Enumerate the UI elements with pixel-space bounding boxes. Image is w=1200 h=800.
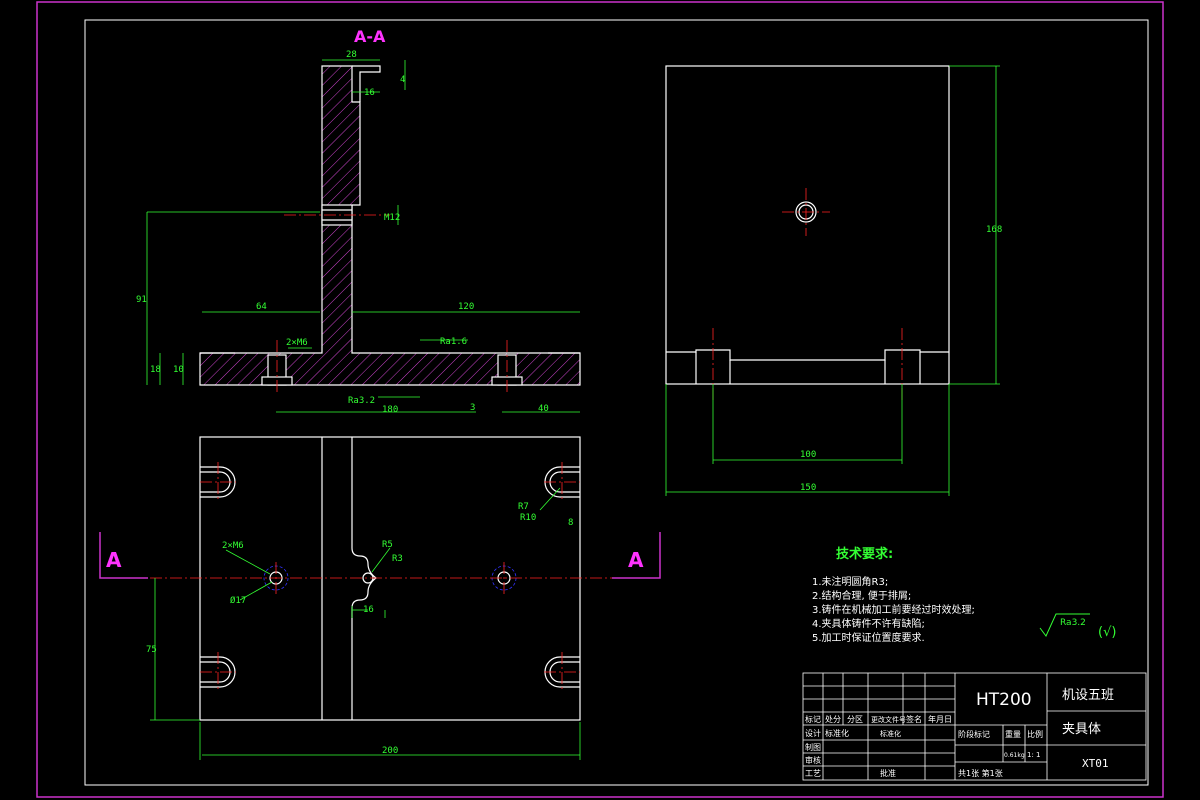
tb-approve: 批准	[880, 768, 896, 778]
tech-title: 技术要求:	[836, 546, 893, 562]
dim-top-height: 4	[400, 75, 405, 85]
dim-side-total: 150	[800, 483, 816, 493]
tech-roughness: Ra3.2	[1060, 618, 1086, 628]
side-dim-texts: 168 100 150	[800, 225, 1002, 493]
tb-h-sign: 签名	[906, 714, 922, 724]
tech-item-5: 5.加工时保证位置度要求.	[812, 631, 925, 644]
section-label: A-A	[354, 27, 386, 46]
dim-overall-height: 91	[136, 295, 147, 305]
section-dims	[146, 59, 580, 413]
plan-view	[199, 436, 581, 721]
inner-border	[84, 19, 1149, 786]
roughness-symbol	[1039, 613, 1090, 637]
plan-centerlines	[150, 462, 612, 692]
dim-plan-r3: R3	[392, 554, 403, 564]
roughness-bottom: Ra3.2	[348, 396, 375, 406]
tb-h-count: 处分	[825, 714, 841, 724]
dim-plan-diameter: Ø17	[230, 595, 246, 606]
dim-side-inner: 100	[800, 450, 816, 460]
tech-roughness-suffix: (√)	[1098, 625, 1116, 640]
side-view	[665, 65, 950, 385]
section-mark-left: A	[106, 548, 122, 572]
tb-sheets: 共1张 第1张	[958, 768, 1003, 778]
dim-right-length: 120	[458, 302, 474, 312]
tb-std-name: 标准化	[880, 729, 901, 738]
dim-plan-edge: 8	[568, 518, 573, 528]
tb-scale-label: 比例	[1027, 729, 1043, 739]
tb-weight-label: 重量	[1005, 729, 1021, 739]
plan-dims	[150, 487, 581, 760]
roughness-top: Ra1.6	[440, 337, 467, 347]
dim-base-h2: 10	[173, 365, 184, 375]
dim-hole: M12	[384, 213, 400, 223]
dim-screws: 2×M6	[286, 338, 308, 348]
tech-item-4: 4.夹具体铸件不许有缺陷;	[812, 617, 925, 630]
tb-stage-mark: 阶段标记	[958, 729, 990, 739]
dim-plan-slot: 16	[363, 605, 374, 615]
tech-item-3: 3.铸件在机械加工前要经过时效处理;	[812, 603, 975, 616]
section-cut-marks	[99, 532, 661, 579]
tech-item-1: 1.未注明圆角R3;	[812, 575, 888, 588]
tb-std-label: 标准化	[825, 728, 849, 738]
dim-plan-width: 200	[382, 746, 398, 756]
tb-h-zone: 分区	[847, 715, 863, 724]
tb-scale: 1: 1	[1027, 751, 1041, 759]
tb-material: HT200	[976, 690, 1032, 710]
title-block	[802, 672, 1147, 781]
tb-drawing-no: XT01	[1082, 757, 1109, 770]
tb-check: 审核	[805, 755, 821, 765]
dim-plan-r10: R10	[520, 513, 536, 523]
dim-left-length: 64	[256, 302, 267, 312]
tech-item-2: 2.结构合理, 便于排屑;	[812, 589, 911, 602]
side-centerlines	[712, 188, 903, 400]
dim-base-h1: 18	[150, 365, 161, 375]
tb-weight: 0.61kg	[1004, 752, 1025, 759]
dim-top-width: 28	[346, 50, 357, 60]
dim-slot: 16	[364, 88, 375, 98]
dim-plan-height: 75	[146, 645, 157, 655]
outer-border	[36, 1, 1164, 798]
section-centerlines	[276, 214, 508, 395]
tech-requirements: 技术要求: 1.未注明圆角R3; 2.结构合理, 便于排屑; 3.铸件在机械加工…	[812, 546, 1116, 644]
tb-part-name: 夹具体	[1062, 722, 1101, 737]
dim-side-height: 168	[986, 225, 1002, 235]
tb-h-mark: 标记	[805, 714, 821, 724]
tb-h-file: 更改文件号	[871, 715, 906, 724]
dim-right-part: 40	[538, 404, 549, 414]
section-view	[199, 65, 581, 386]
dim-plan-r7: R7	[518, 502, 529, 512]
side-dims	[665, 65, 1000, 496]
tb-h-date: 年月日	[928, 714, 952, 724]
dim-total-length: 180	[382, 405, 398, 415]
section-mark-right: A	[628, 548, 644, 572]
tb-design: 设计	[805, 728, 821, 738]
tb-process: 工艺	[805, 769, 821, 778]
section-dim-texts: 28 4 16 M12 64 120 91 18 10 2×M6 Ra1.6 R…	[136, 50, 549, 415]
plan-dim-texts: 2×M6 Ø17 R5 R3 16 R7 R10 8 75 200	[146, 502, 573, 756]
tb-class-name: 机设五班	[1062, 688, 1114, 703]
title-block-text: HT200 机设五班 夹具体 XT01 标记 处分 分区 更改文件号 签名 年月…	[805, 688, 1114, 778]
dim-gap: 3	[470, 403, 475, 413]
dim-plan-r5: R5	[382, 540, 393, 550]
dim-plan-screws: 2×M6	[222, 541, 244, 551]
tb-draw: 制图	[805, 742, 821, 752]
